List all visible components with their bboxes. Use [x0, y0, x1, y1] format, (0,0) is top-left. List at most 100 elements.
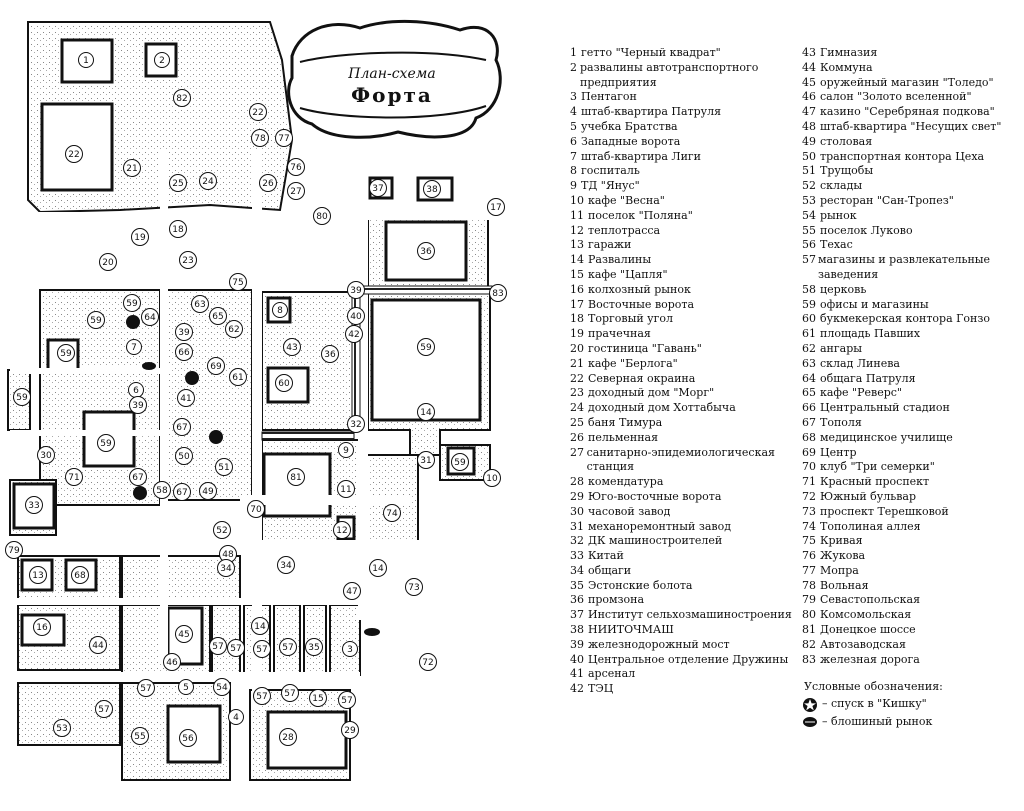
- map-marker-circle: [417, 451, 435, 469]
- map-marker-circle: [259, 174, 277, 192]
- map-marker-circle: [213, 521, 231, 539]
- map-marker-label: 40: [350, 312, 362, 322]
- legend-item-label: офисы и магазины: [820, 297, 929, 311]
- legend-item-label: Центральное отделение Дружины: [588, 652, 789, 666]
- map-marker-label: 54: [216, 683, 228, 693]
- legend-item-label: Северная окраина: [588, 371, 696, 385]
- map-marker-circle: [207, 357, 225, 375]
- map-marker-label: 50: [178, 452, 190, 462]
- legend-item-number: 34: [570, 563, 584, 577]
- map-marker-label: 18: [172, 225, 184, 235]
- map-marker-circle: [347, 281, 365, 299]
- map-marker-circle: [277, 556, 295, 574]
- legend-item-number: 48: [802, 119, 816, 133]
- legend-item-label: гетто "Черный квадрат": [581, 46, 721, 59]
- flea-markets: [142, 362, 380, 636]
- legend-item-label: Южный бульвар: [820, 489, 917, 503]
- legend-item-number: 18: [570, 312, 584, 326]
- legend-item-number: 61: [802, 327, 816, 341]
- flea-market-icon: [803, 717, 817, 728]
- legend-item-label: учебка Братства: [581, 119, 678, 133]
- map-marker-label: 83: [492, 289, 503, 299]
- map-marker-label: 36: [420, 247, 432, 257]
- legend-item-number: 63: [802, 356, 816, 370]
- map-marker-circle: [483, 469, 501, 487]
- map-marker-label: 39: [350, 286, 362, 296]
- legend-item-label: Гимназия: [820, 46, 878, 59]
- map-marker-label: 1: [83, 56, 89, 66]
- map-marker-circle: [253, 687, 271, 705]
- map-marker-label: 68: [74, 571, 86, 581]
- legend-item-number: 17: [570, 297, 584, 311]
- legend-item-label: Автозаводская: [820, 637, 906, 651]
- legend-item-number: 70: [802, 460, 816, 474]
- legend-item-number: 76: [802, 549, 816, 563]
- legend-item-label: развалины автотранспортного предприятия: [580, 60, 759, 89]
- map-marker-label: 45: [178, 630, 189, 640]
- map-marker-circle: [99, 253, 117, 271]
- map-marker-label: 57: [284, 689, 295, 699]
- legend-item-number: 15: [570, 267, 584, 281]
- legend-item-label: Пентагон: [581, 90, 637, 104]
- legend-item-label: проспект Терешковой: [820, 504, 949, 518]
- legend-item-label: Мопра: [820, 563, 859, 577]
- legend-item-label: ДК машиностроителей: [588, 534, 723, 548]
- map-marker-circle: [251, 617, 269, 635]
- conventions-market: – блошиный рынок: [822, 714, 933, 728]
- map-marker-label: 7: [131, 343, 137, 353]
- legend-item-label: Институт сельхозмашиностроения: [588, 608, 792, 622]
- map-marker-circle: [65, 145, 83, 163]
- map-marker-circle: [347, 307, 365, 325]
- map-marker-circle: [71, 566, 89, 584]
- map-marker-circle: [87, 311, 105, 329]
- map-marker-circle: [217, 559, 235, 577]
- map-marker-label: 5: [183, 683, 189, 693]
- legend-item-label: салон "Золото вселенной": [820, 90, 972, 104]
- map-marker-circle: [253, 640, 271, 658]
- legend-item-number: 12: [570, 223, 584, 237]
- map-marker-circle: [451, 453, 469, 471]
- legend-item-label: кафе "Берлога": [588, 356, 678, 370]
- map-marker-circle: [383, 504, 401, 522]
- map-marker-label: 49: [202, 487, 214, 497]
- legend-item-label: Центр: [820, 445, 857, 459]
- map-marker-circle: [129, 468, 147, 486]
- map-marker-label: 55: [134, 732, 145, 742]
- map-marker-label: 25: [172, 179, 183, 189]
- legend-item-label: доходный дом "Морг": [588, 386, 715, 400]
- map-marker-circle: [97, 434, 115, 452]
- map-marker-circle: [141, 308, 159, 326]
- legend-item-label: пельменная: [588, 430, 659, 444]
- map-marker-label: 58: [156, 486, 168, 496]
- map-marker-label: 79: [8, 546, 20, 556]
- map-marker-circle: [305, 638, 323, 656]
- legend-item-label: Эстонские болота: [588, 578, 693, 592]
- legend-item-number: 27: [570, 445, 584, 459]
- map-marker-label: 46: [166, 658, 178, 668]
- map-marker-label: 39: [132, 401, 144, 411]
- map-marker-label: 64: [144, 313, 156, 323]
- map-marker-label: 26: [262, 179, 274, 189]
